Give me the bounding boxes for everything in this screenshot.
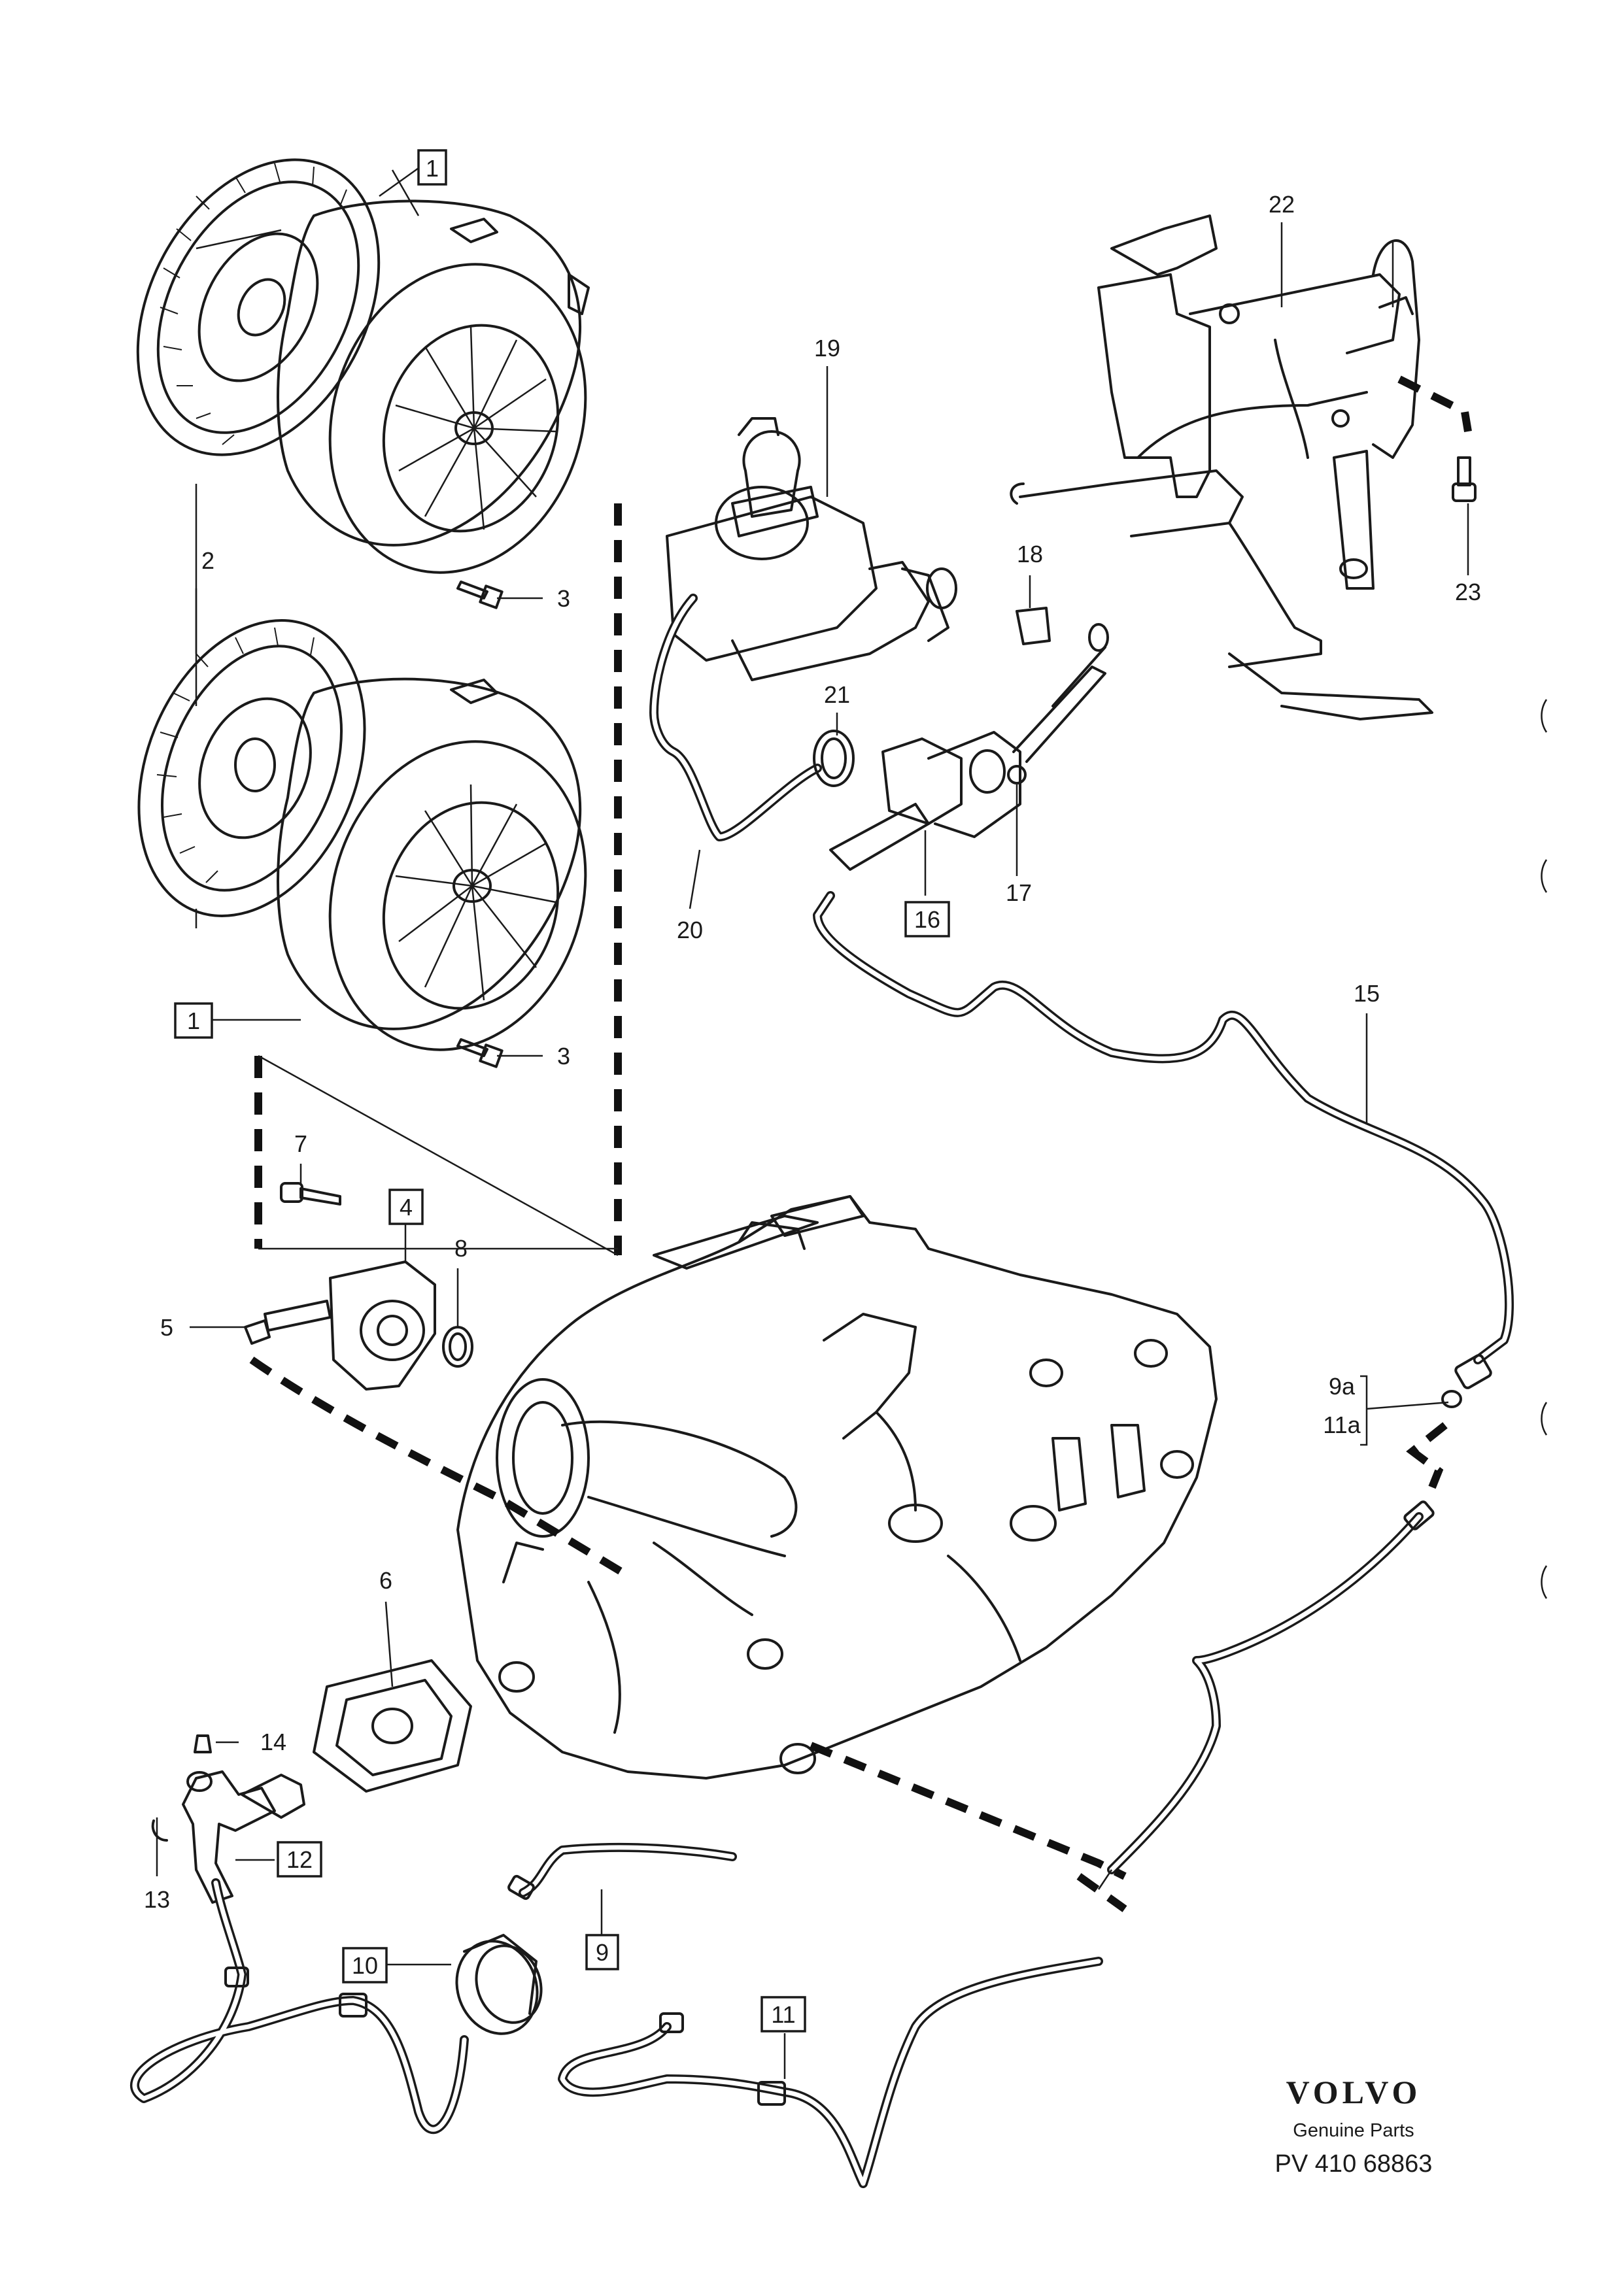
callout-4: 4 [388,1189,424,1225]
clutch-disc-upper [136,158,381,456]
dashed-link-pedal [1397,375,1472,432]
callout-16: 16 [904,901,950,937]
callout-23: 23 [1455,579,1481,605]
clip-18 [1016,607,1051,645]
callout-1-lower: 1 [174,1002,213,1039]
callout-10: 10 [342,1947,388,1984]
callout-15: 15 [1354,980,1380,1007]
clutch-disc-lower [137,619,366,917]
release-bearing-10 [455,1934,543,2035]
reservoir-hose-20 [649,594,822,841]
callout-6: 6 [379,1567,392,1594]
callout-3-lower: 3 [557,1043,570,1070]
callout-14: 14 [260,1729,286,1755]
callout-18: 18 [1017,541,1043,567]
callout-9: 9 [585,1934,619,1970]
svg-text:1: 1 [187,1007,200,1034]
hydraulic-pipe-9 [1107,1500,1435,1874]
clip-13 [151,1819,168,1842]
callout-3-upper: 3 [557,585,570,612]
pressure-plate-upper [277,199,590,574]
hose-assembly-12 [130,1878,469,2135]
callout-20: 20 [677,917,703,943]
dashed-link-housing [249,1357,630,1579]
pedal-bracket-22 [1010,214,1433,720]
bolt-lower [456,1038,504,1068]
bleed-cap-14 [194,1734,212,1753]
brand-subtitle: Genuine Parts [1293,2120,1414,2141]
callout-8: 8 [454,1235,468,1262]
diagram-code: PV 410 68863 [1275,2150,1433,2178]
callout-13: 13 [144,1886,170,1913]
hydraulic-pipe-15 [813,891,1514,1364]
callout-22: 22 [1269,191,1295,218]
pipe-union-9a [1441,1354,1492,1408]
brand-block: VOLVO Genuine Parts PV 410 68863 [1275,2074,1433,2178]
callout-7: 7 [294,1130,307,1157]
callout-9a: 9a [1329,1373,1356,1400]
hose-clamp-21 [813,730,855,787]
callout-2: 2 [201,547,214,574]
master-cylinder-19 [666,417,957,681]
callout-1-upper: 1 [417,149,447,186]
pressure-plate-lower [277,677,587,1051]
dashed-link-lower [809,1742,1127,1880]
leader-lines [156,162,1469,2079]
bolt-upper [456,581,504,609]
svg-text:4: 4 [400,1194,413,1221]
dashed-link-union [1406,1422,1448,1489]
callout-11: 11 [760,1996,806,2033]
svg-text:11: 11 [771,2001,795,2028]
svg-text:16: 16 [914,906,940,933]
clutch-master-cylinder-16 [829,623,1109,871]
edge-marks [1541,699,1548,1599]
bleed-connector-12 [182,1770,305,1904]
gasket-6 [313,1659,472,1793]
bolt-7 [280,1182,341,1206]
callout-21: 21 [824,681,850,708]
slave-cylinder [244,1260,436,1391]
svg-text:9: 9 [596,1939,609,1966]
gearbox-housing [456,1195,1218,1780]
nut-17 [1007,765,1027,785]
callout-17: 17 [1006,879,1032,906]
callout-12: 12 [277,1841,322,1878]
callout-5: 5 [160,1314,173,1341]
svg-text:12: 12 [286,1846,313,1873]
svg-text:10: 10 [352,1952,378,1979]
volvo-logo: VOLVO [1286,2074,1422,2110]
hose-assembly-11 [558,1957,1103,2188]
callout-19: 19 [814,335,840,362]
o-ring-8 [442,1326,473,1368]
bolt-23 [1452,456,1477,502]
callout-11a: 11a [1323,1411,1361,1438]
flex-line-9 [507,1842,737,1900]
dashed-link-lower-2 [1076,1873,1127,1912]
svg-text:1: 1 [426,155,439,182]
